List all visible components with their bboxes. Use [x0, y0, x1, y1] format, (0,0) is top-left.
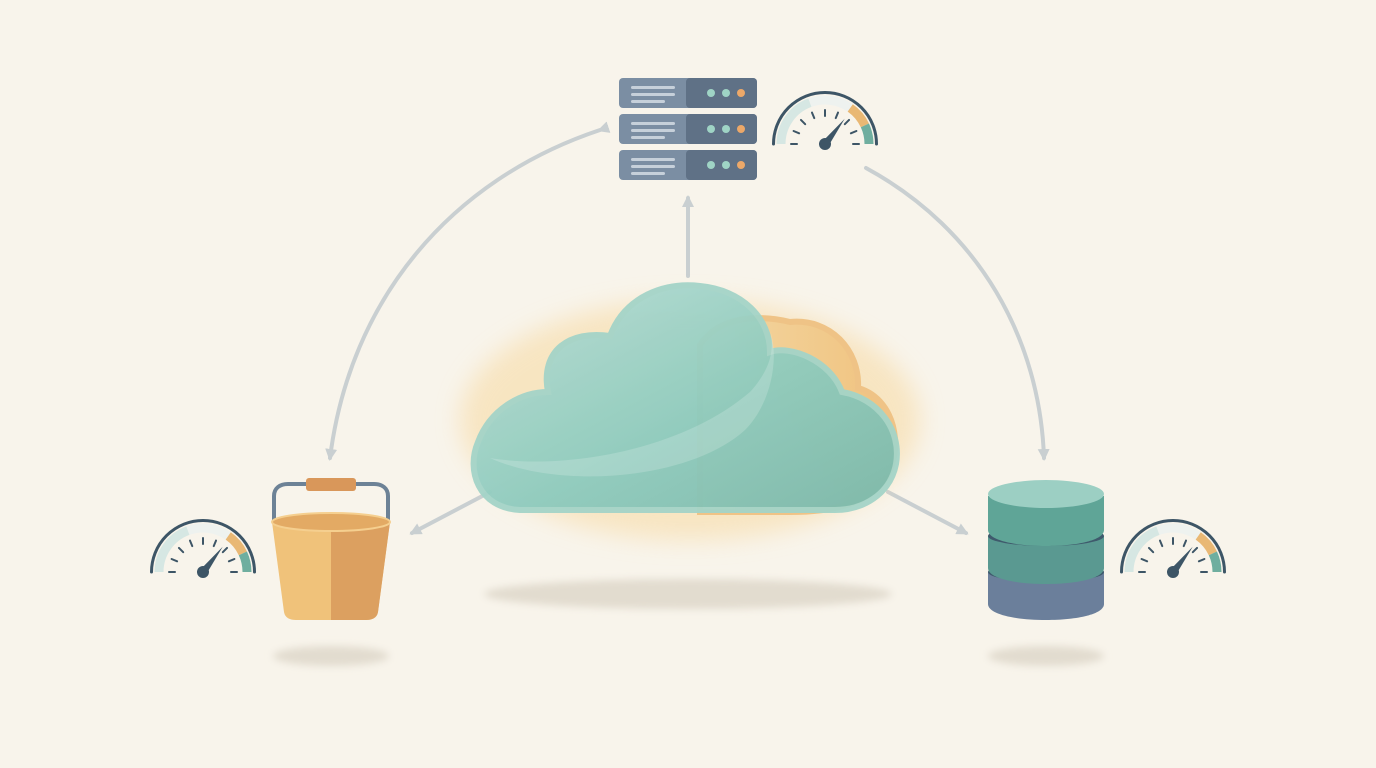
gauge-band-mid	[1156, 523, 1201, 540]
cloud-highlight	[490, 330, 774, 477]
gauge-hub	[819, 138, 831, 150]
connector-cloud-bucket	[409, 490, 492, 535]
server-unit	[619, 114, 757, 144]
gauge-icon	[1120, 519, 1226, 578]
bucket-rim	[271, 512, 391, 532]
gauge-outline	[150, 519, 256, 574]
gauge-icon	[772, 91, 878, 150]
gauge-tick	[212, 539, 218, 548]
gauge-band-mid	[186, 523, 231, 540]
gauge-tick	[1182, 539, 1188, 548]
gauge-tick	[1191, 546, 1199, 554]
cloud-shadow	[484, 579, 892, 609]
bucket-handle-grip	[306, 478, 356, 491]
gauge-band-low	[1124, 526, 1160, 573]
gauge-tick	[221, 546, 229, 554]
database-shadow	[988, 646, 1104, 666]
gauge-tick	[792, 129, 801, 135]
gauge-outline	[772, 91, 878, 146]
gauge-tick	[177, 546, 185, 554]
gauge-band-high	[860, 123, 874, 145]
cloud-icon	[460, 282, 920, 540]
server-unit	[619, 78, 757, 108]
gauge-tick	[1197, 557, 1206, 563]
gauge-tick	[834, 111, 840, 120]
gauge-tick	[843, 118, 851, 126]
gauge-tick	[810, 111, 816, 120]
gauge-band-warn	[225, 532, 247, 556]
gauge-tick	[227, 557, 236, 563]
gauge-band-low	[776, 98, 812, 145]
server-rack-icon	[619, 78, 757, 180]
cloud-main	[470, 282, 900, 513]
gauge-band-high	[238, 551, 252, 573]
bucket-body-shade	[331, 522, 390, 620]
gauge-tick	[849, 129, 858, 135]
gauge-band-mid	[808, 95, 853, 112]
server-unit	[619, 150, 757, 180]
gauge-tick	[188, 539, 194, 548]
gauge-band-warn	[847, 104, 869, 128]
connector-gauge-database	[864, 166, 1050, 461]
gauge-tick	[1147, 546, 1155, 554]
connector-cloud-database	[886, 490, 969, 535]
gauge-band-warn	[1195, 532, 1217, 556]
gauge-tick	[799, 118, 807, 126]
gauge-hub	[1167, 566, 1179, 578]
storage-bucket-icon	[271, 478, 391, 620]
gauge-hub	[197, 566, 209, 578]
database-icon	[988, 480, 1104, 620]
gauge-tick	[1140, 557, 1149, 563]
gauge-tick	[1158, 539, 1164, 548]
gauge-band-low	[154, 526, 190, 573]
gauge-icon	[150, 519, 256, 578]
gauge-band-high	[1208, 551, 1222, 573]
bucket-shadow	[273, 646, 389, 666]
ground-shadows	[273, 579, 1104, 666]
connector-server-bucket	[325, 121, 611, 461]
connectors	[325, 121, 1050, 535]
gauge-outline	[1120, 519, 1226, 574]
gauge-tick	[170, 557, 179, 563]
